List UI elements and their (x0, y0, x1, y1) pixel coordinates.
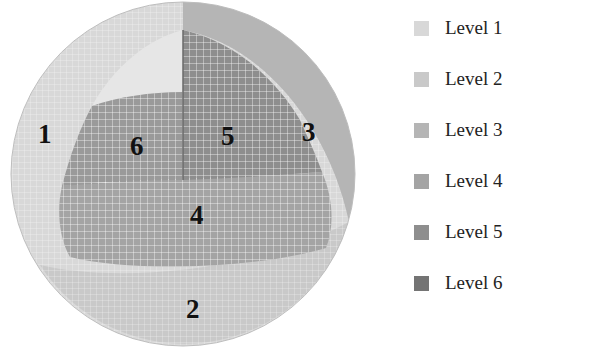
legend-label: Level 4 (445, 171, 503, 191)
legend-swatch (414, 21, 429, 36)
legend-label: Level 1 (445, 18, 503, 38)
legend-swatch (414, 123, 429, 138)
region-number: 1 (38, 121, 52, 148)
legend-label: Level 2 (445, 69, 503, 89)
legend-label: Level 5 (445, 222, 503, 242)
region-number: 3 (302, 119, 316, 146)
region-number: 5 (221, 123, 235, 150)
legend-swatch (414, 174, 429, 189)
legend-label: Level 6 (445, 273, 503, 293)
legend-swatch (414, 72, 429, 87)
region-number: 4 (190, 202, 204, 229)
region-number: 2 (186, 296, 200, 323)
legend-label: Level 3 (445, 120, 503, 140)
region-number: 6 (130, 133, 144, 160)
legend-swatch (414, 276, 429, 291)
legend-swatch (414, 225, 429, 240)
